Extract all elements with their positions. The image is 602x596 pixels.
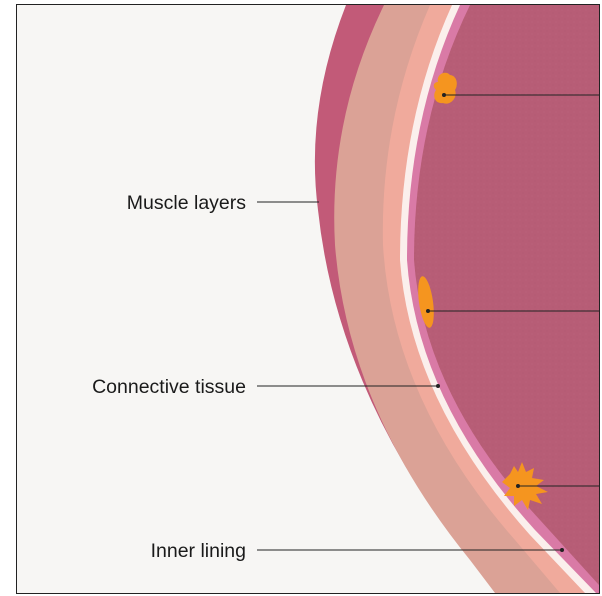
muscle-layers-label: Muscle layers: [127, 192, 246, 214]
inner-lining-label: Inner lining: [151, 540, 246, 562]
connective-tissue-label: Connective tissue: [92, 376, 246, 398]
